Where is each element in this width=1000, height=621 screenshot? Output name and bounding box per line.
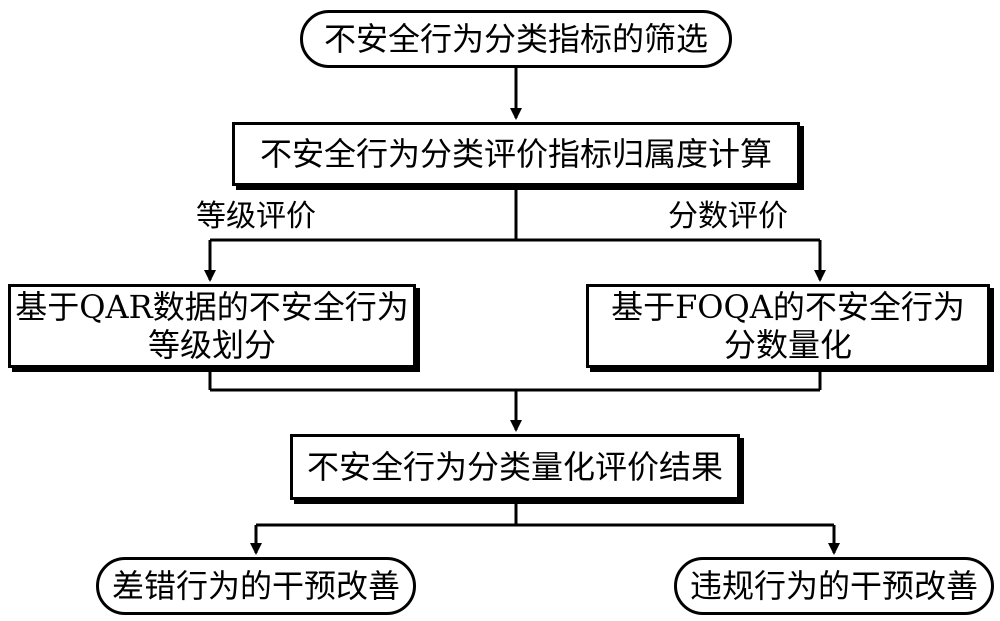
node-foqa-line-1: 基于FOQA的不安全行为 xyxy=(611,288,965,326)
node-violation-intervention: 违规行为的干预改善 xyxy=(674,557,994,615)
node-qar-line-2: 等级划分 xyxy=(147,326,276,364)
node-foqa-line-2: 分数量化 xyxy=(723,326,852,364)
edge-label-grade-evaluation: 等级评价 xyxy=(196,199,316,234)
node-qar-grade-division: 基于QAR数据的不安全行为 等级划分 xyxy=(8,284,416,368)
node-violation-intervention-text: 违规行为的干预改善 xyxy=(689,567,978,605)
node-foqa-score-quantification: 基于FOQA的不安全行为 分数量化 xyxy=(586,284,990,368)
node-evaluation-result-text: 不安全行为分类量化评价结果 xyxy=(306,448,723,486)
node-indicator-screening-text: 不安全行为分类指标的筛选 xyxy=(323,20,708,58)
node-qar-line-1: 基于QAR数据的不安全行为 xyxy=(15,288,409,326)
node-membership-calculation-text: 不安全行为分类评价指标归属度计算 xyxy=(259,135,772,173)
edge-label-score-evaluation: 分数评价 xyxy=(668,199,788,234)
node-indicator-screening: 不安全行为分类指标的筛选 xyxy=(300,10,732,68)
node-error-intervention: 差错行为的干预改善 xyxy=(96,557,416,615)
node-error-intervention-text: 差错行为的干预改善 xyxy=(111,567,400,605)
node-evaluation-result: 不安全行为分类量化评价结果 xyxy=(290,434,740,500)
node-membership-calculation: 不安全行为分类评价指标归属度计算 xyxy=(232,122,800,186)
